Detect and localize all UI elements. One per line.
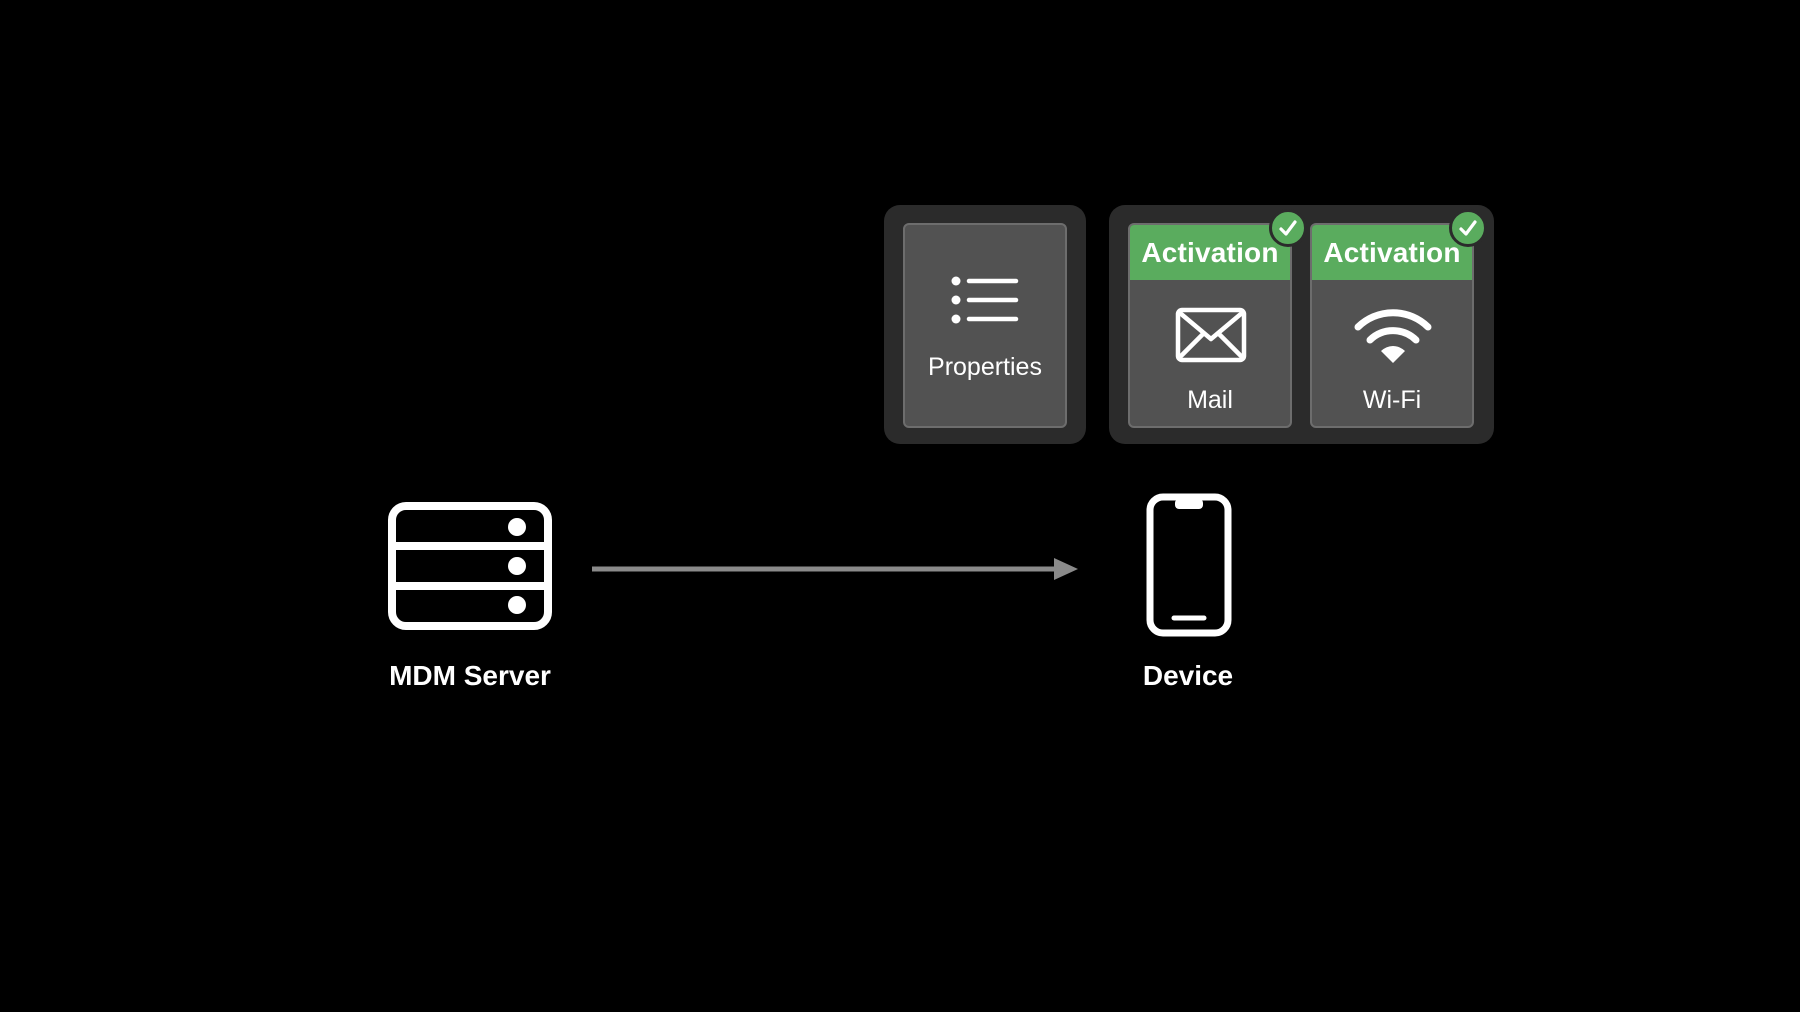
- wifi-activation-card: Activation Wi-Fi: [1310, 223, 1474, 428]
- wifi-label: Wi-Fi: [1362, 386, 1422, 414]
- mdm-server-label: MDM Server: [389, 660, 551, 691]
- checkmark-icon: [1449, 209, 1487, 247]
- arrow-connector: [590, 556, 1080, 582]
- activation-header: Activation: [1130, 225, 1290, 280]
- envelope-icon: [1175, 307, 1247, 363]
- activation-header: Activation: [1312, 225, 1472, 280]
- mail-label: Mail: [1187, 386, 1233, 414]
- activation-group: Activation Mail Activation Wi-Fi: [1109, 205, 1494, 444]
- checkmark-icon: [1269, 209, 1307, 247]
- device-label: Device: [1142, 660, 1234, 691]
- list-icon: [950, 275, 1020, 327]
- wifi-icon: [1354, 307, 1432, 365]
- mail-activation-card: Activation Mail: [1128, 223, 1292, 428]
- properties-card: Properties: [903, 223, 1067, 428]
- server-icon: [387, 501, 553, 631]
- properties-label: Properties: [928, 353, 1042, 381]
- iphone-icon: [1146, 493, 1232, 637]
- properties-group: Properties: [884, 205, 1086, 444]
